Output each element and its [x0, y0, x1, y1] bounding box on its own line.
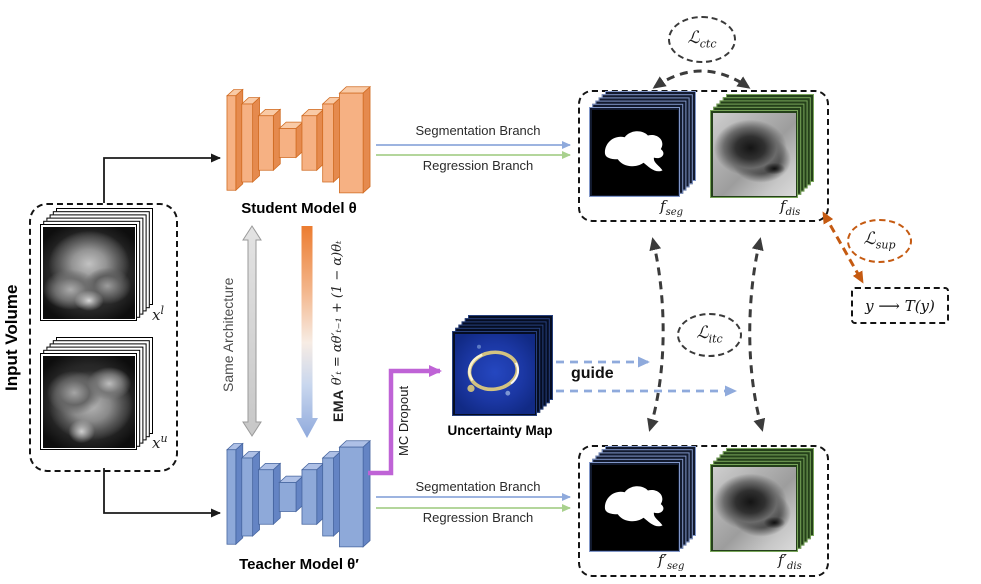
teacher-regression-branch-label: Regression Branch: [422, 510, 534, 525]
unlabeled-volume-stack: [40, 337, 153, 450]
uncertainty-heatmap: [454, 333, 535, 414]
label-transform-box: y ⟶ T(y): [851, 287, 949, 324]
student-regression-branch-label: Regression Branch: [422, 158, 534, 173]
student-unet-glyph: [226, 85, 371, 194]
fdis-label: fdis: [780, 197, 801, 218]
teacher-segmentation-branch-label: Segmentation Branch: [415, 479, 541, 494]
teacher-dis-output-stack: [710, 448, 814, 552]
segmentation-mask-image: [591, 464, 678, 550]
mri-image-unlabeled: [42, 355, 135, 448]
labeled-volume-stack: [40, 208, 153, 321]
ema-formula-label: EMA θ′ₜ = αθ′ₜ₋₁ + (1 − α)θₜ: [330, 240, 346, 423]
uncertainty-map-label: Uncertainty Map: [447, 423, 553, 438]
input-to-teacher-arrow: [103, 468, 221, 518]
teacher-unet-glyph: [226, 439, 371, 548]
segmentation-mask-image: [591, 109, 678, 195]
mc-dropout-label: MC Dropout: [396, 385, 411, 457]
distance-map-image: [712, 112, 796, 196]
student-segmentation-branch-label: Segmentation Branch: [415, 123, 541, 138]
mri-image-labeled: [42, 226, 135, 319]
distance-map-image: [712, 466, 796, 550]
label-transform-text: y ⟶ T(y): [865, 296, 935, 315]
uncertainty-map-stack: [452, 315, 553, 416]
student-model-label: Student Model θ: [241, 200, 357, 217]
teacher-model-label: Teacher Model θ′: [239, 556, 359, 573]
fdis-prime-label: f′dis: [778, 551, 802, 572]
itc-left-curve: [647, 237, 665, 432]
fseg-label: fseg: [660, 197, 684, 218]
loss-ctc-label: ℒctc: [687, 27, 717, 51]
fseg-prime-label: f′seg: [658, 551, 685, 572]
itc-right-curve: [748, 237, 766, 432]
input-to-student-arrow: [103, 153, 221, 203]
unlabeled-input-tag: xu: [152, 432, 168, 452]
loss-sup-label: ℒsup: [863, 229, 896, 252]
loss-sup-ellipse: ℒsup: [847, 219, 912, 263]
same-architecture-label: Same Architecture: [220, 277, 236, 392]
same-architecture-arrow: [242, 225, 262, 437]
student-dis-output-stack: [710, 94, 814, 198]
loss-ctc-ellipse: ℒctc: [668, 16, 736, 63]
loss-itc-ellipse: ℒitc: [677, 313, 742, 357]
teacher-seg-output-stack: [589, 446, 696, 552]
labeled-input-tag: xl: [152, 304, 164, 324]
loss-itc-label: ℒitc: [696, 323, 723, 346]
ema-gradient-arrow: [296, 226, 318, 438]
ctc-curve: [652, 69, 751, 89]
student-seg-output-stack: [589, 91, 696, 197]
input-volume-title: Input Volume: [2, 284, 21, 391]
guide-label: guide: [571, 365, 614, 382]
